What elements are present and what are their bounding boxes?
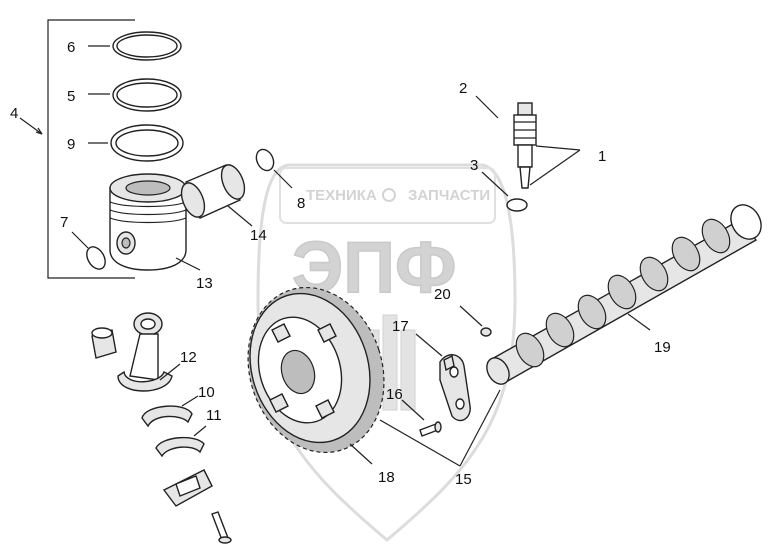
connecting-rod-bolt	[211, 511, 232, 544]
camshaft-gear	[247, 286, 385, 465]
callout-11: 11	[206, 407, 222, 424]
callout-2: 2	[459, 80, 467, 97]
callout-7: 7	[60, 214, 68, 231]
callout-5: 5	[67, 88, 75, 105]
injector-seal-washer	[481, 171, 528, 212]
callout-labels: 1 2 3 4 5 6 7 8 9 10 11 12 13 14 15 16 1…	[10, 39, 671, 488]
callout-16: 16	[386, 386, 403, 403]
watermark-brand-right: ЗАПЧАСТИ	[408, 187, 490, 204]
callout-18: 18	[378, 469, 395, 486]
piston-kit-bracket	[19, 19, 135, 279]
connecting-rod	[117, 312, 181, 392]
callout-14: 14	[250, 227, 267, 244]
connecting-rod-cap	[162, 469, 213, 507]
callout-4: 4	[10, 105, 18, 122]
dowel-pin	[459, 305, 492, 337]
camshaft	[486, 204, 762, 385]
callout-12: 12	[180, 349, 197, 366]
bearing-shell-lower	[155, 425, 207, 458]
oil-control-ring	[88, 124, 184, 162]
woodruff-key	[415, 333, 455, 372]
callout-9: 9	[67, 136, 75, 153]
piston-ring-second	[88, 78, 182, 112]
bearing-shell-upper	[141, 395, 199, 428]
piston-ring-top	[88, 31, 182, 61]
callout-19: 19	[654, 339, 671, 356]
piston-pin	[180, 164, 253, 227]
callout-1: 1	[598, 148, 606, 165]
watermark-brand-left: ТЕХНИКА	[306, 187, 377, 204]
piston-pin-retainer	[71, 231, 106, 270]
callout-10: 10	[198, 384, 215, 401]
callout-20: 20	[434, 286, 451, 303]
callout-6: 6	[67, 39, 75, 56]
callout-13: 13	[196, 275, 213, 292]
callout-15: 15	[455, 471, 472, 488]
small-end-bushing	[91, 327, 117, 359]
thrust-plate-bolt	[401, 399, 442, 437]
callout-3: 3	[470, 157, 478, 174]
callout-17: 17	[392, 318, 409, 335]
thrust-plate	[379, 354, 501, 467]
piston-pin-snap-ring	[255, 148, 293, 189]
piston	[109, 173, 201, 271]
callout-8: 8	[297, 195, 305, 212]
fuel-injector	[475, 95, 581, 189]
watermark-logo: ЭПФ	[292, 228, 456, 308]
gear-icon	[382, 188, 396, 202]
